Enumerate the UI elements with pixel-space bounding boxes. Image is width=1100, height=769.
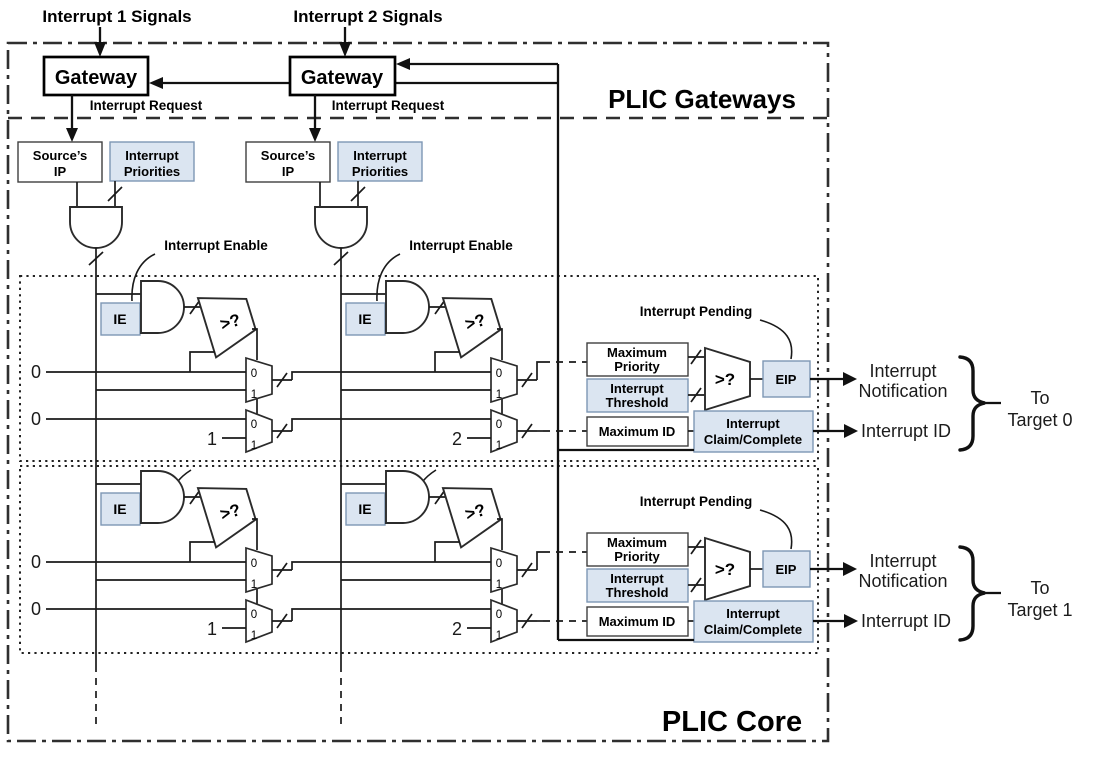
sources-ip2-l1: Source’s [261, 148, 315, 163]
wire-maxpri-chain [291, 561, 491, 570]
interrupt-enable1-label: Interrupt Enable [164, 238, 268, 253]
target0-label: Target 0 [1007, 410, 1072, 430]
source-registers: Source’s IP Interrupt Priorities Source’… [17, 141, 423, 183]
interrupt-priorities2-box [337, 141, 423, 182]
target1-block-border [19, 465, 819, 654]
interrupt-request1-label: Interrupt Request [90, 98, 203, 113]
priorities1-l2: Priorities [124, 164, 180, 179]
plic-gateways-title: PLIC Gateways [608, 84, 796, 114]
to-label: To [1030, 388, 1049, 408]
gateway1-box [42, 55, 150, 97]
gating-stage [69, 181, 368, 728]
wire-maxid-chain [291, 418, 491, 431]
to-label: To [1030, 578, 1049, 598]
and-gate-icon [69, 206, 123, 249]
bus-slash [350, 186, 366, 202]
interrupt2-signals-label: Interrupt 2 Signals [293, 7, 442, 26]
wire-maxid-chain [291, 608, 491, 621]
sources-ip1-box [17, 141, 103, 183]
gateway2-label: Gateway [301, 67, 384, 89]
wire-maxpri-chain [291, 371, 491, 380]
target0-chain-wires: 0 0 1 2 [31, 361, 587, 449]
sources-ip2-l2: IP [282, 164, 295, 179]
target1-label: Target 1 [1007, 600, 1072, 620]
target0-block-border [19, 275, 819, 462]
sources-ip1-l2: IP [54, 164, 67, 179]
sources-ip1-l1: Source’s [33, 148, 87, 163]
column-circuit-t1-c2 [340, 470, 538, 643]
source-id1-label: 1 [207, 619, 217, 639]
priorities2-l1: Interrupt [353, 148, 407, 163]
interrupt-enable2-label: Interrupt Enable [409, 238, 513, 253]
priorities1-l1: Interrupt [125, 148, 179, 163]
gateway1-label: Gateway [55, 67, 138, 89]
interrupt-request2-label: Interrupt Request [332, 98, 445, 113]
enable-pointer-curve [376, 253, 401, 302]
init-zero-label: 0 [31, 552, 41, 572]
init-zero-label: 0 [31, 362, 41, 382]
enable-pointer-curve [131, 253, 156, 302]
column-circuit-t0-c2 [340, 280, 538, 453]
plic-core-title: PLIC Core [662, 706, 802, 738]
gateway2-box [288, 55, 397, 97]
interrupt1-signals-label: Interrupt 1 Signals [42, 7, 191, 26]
arrowhead-icon [309, 128, 321, 142]
source-id1-label: 1 [207, 429, 217, 449]
wire-maxpri-step [536, 361, 543, 380]
source-id2-label: 2 [452, 619, 462, 639]
target1-chain-wires: 0 0 1 2 [31, 551, 587, 639]
column-circuit-t1-c1 [95, 470, 293, 643]
arrowhead-icon [94, 42, 106, 57]
init-zero-label: 0 [31, 599, 41, 619]
priorities2-l2: Priorities [352, 164, 408, 179]
interrupt-priorities1-box [109, 141, 195, 182]
arrowhead-icon [396, 58, 410, 70]
wire-maxpri-step [536, 551, 543, 570]
bus-slash [107, 186, 123, 202]
arrowhead-icon [339, 42, 351, 57]
init-zero-label: 0 [31, 409, 41, 429]
target0-section [556, 302, 1003, 454]
sources-ip2-box [245, 141, 331, 183]
source-id2-label: 2 [452, 429, 462, 449]
arrowhead-icon [66, 128, 78, 142]
column-circuit-t0-c1 [95, 280, 293, 453]
arrowhead-icon [149, 77, 163, 89]
target1-section [556, 492, 1003, 644]
plic-outer-border [6, 41, 830, 743]
and-gate-icon [314, 206, 368, 249]
